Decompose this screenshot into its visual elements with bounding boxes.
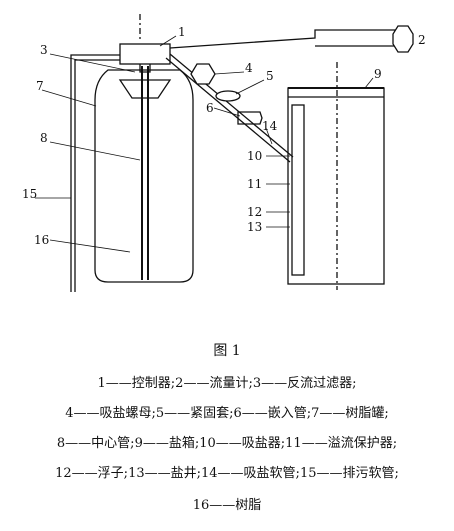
water-softener-diagram: 1 2 3 4 5 6 7 8 9 10 11 12 13 14 15 16 (22, 14, 426, 292)
brine-hose (165, 57, 291, 163)
legend-item: 15——排污软管; (299, 466, 399, 481)
figure-caption: 图 1 (213, 343, 241, 359)
legend-item: 1——控制器; (97, 376, 176, 391)
legend-row: 4——吸盐螺母;5——紧固套;6——嵌入管;7——树脂罐; (0, 402, 454, 421)
label-8: 8 (40, 131, 48, 145)
legend-item: 2——流量计; (175, 376, 253, 391)
legend-item: 16——树脂 (192, 498, 262, 513)
label-14: 14 (262, 119, 278, 133)
label-4: 4 (245, 61, 253, 75)
label-16: 16 (34, 233, 49, 247)
legend-row: 1——控制器;2——流量计;3——反流过滤器; (0, 372, 454, 391)
label-1: 1 (178, 25, 186, 39)
legend-item: 14——吸盐软管; (201, 466, 300, 481)
label-3: 3 (40, 43, 48, 57)
label-15: 15 (22, 187, 37, 201)
label-5: 5 (266, 69, 274, 83)
legend-item: 8——中心管; (56, 436, 135, 451)
legend-item: 10——吸盐器; (199, 436, 286, 451)
resin-tank (94, 69, 194, 283)
legend-row: 8——中心管;9——盐箱;10——吸盐器;11——溢流保护器; (0, 432, 454, 451)
legend-item: 9——盐箱; (134, 436, 200, 451)
brine-nut (190, 63, 216, 85)
controller (119, 43, 171, 65)
legend-item: 12——浮子; (55, 466, 129, 481)
label-6: 6 (206, 101, 214, 115)
legend-item: 13——盐井; (128, 466, 201, 481)
legend-item: 7——树脂罐; (311, 406, 389, 421)
flow-meter (392, 25, 414, 53)
brine-tank (287, 87, 385, 285)
legend-item: 4——吸盐螺母; (65, 406, 156, 421)
legend-item: 11——溢流保护器; (285, 436, 398, 451)
label-11: 11 (247, 177, 262, 191)
flow-meter-arm (169, 29, 396, 49)
legend-item: 6——嵌入管; (233, 406, 312, 421)
insert-pipe (237, 111, 263, 125)
legend-row: 16——树脂 (0, 494, 454, 513)
label-7: 7 (36, 79, 44, 93)
label-9: 9 (374, 67, 382, 81)
label-13: 13 (247, 220, 262, 234)
legend-row: 12——浮子;13——盐井;14——吸盐软管;15——排污软管; (0, 462, 454, 481)
label-2: 2 (418, 33, 426, 47)
label-12: 12 (247, 205, 262, 219)
fastening-sleeve (215, 90, 241, 102)
label-10: 10 (247, 149, 262, 163)
legend-item: 3——反流过滤器; (252, 376, 357, 391)
drain-hose (70, 54, 120, 292)
legend-item: 5——紧固套; (155, 406, 234, 421)
